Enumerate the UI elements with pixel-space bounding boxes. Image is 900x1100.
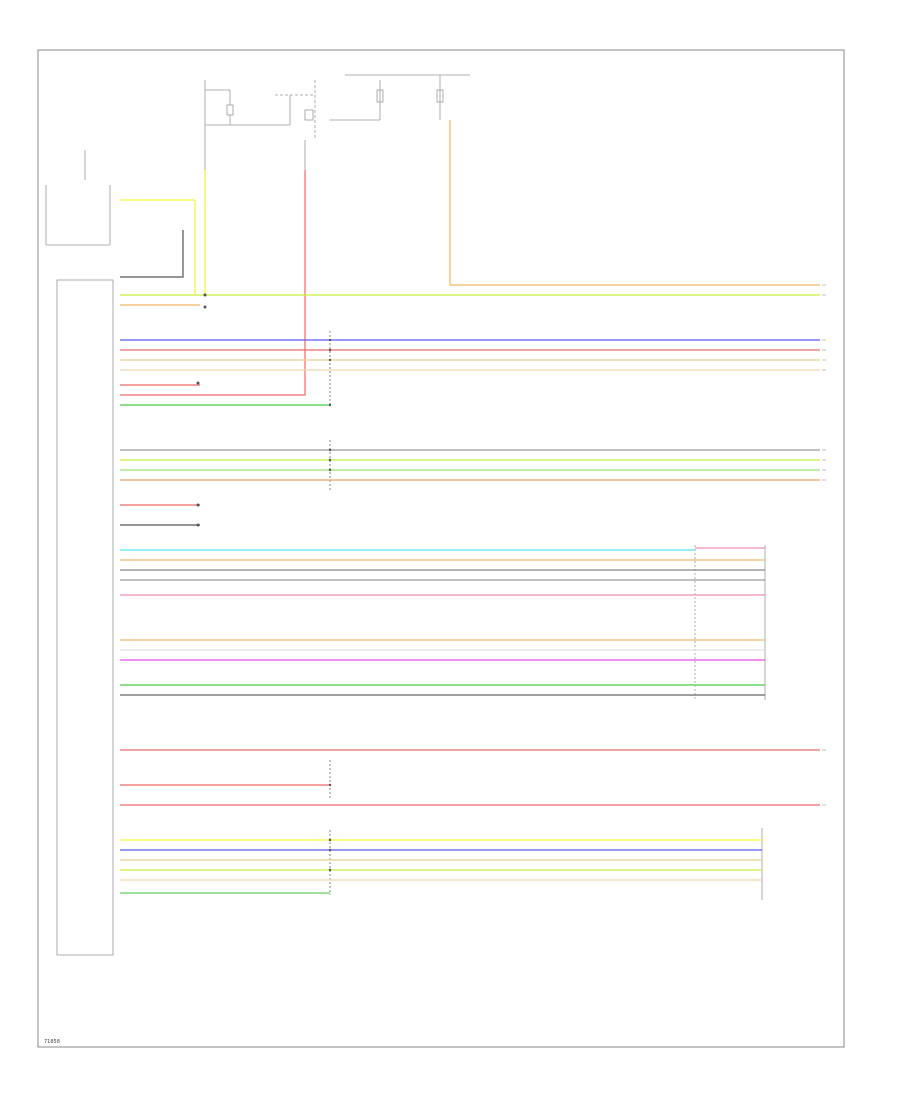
right-terminals — [822, 284, 826, 806]
figure-id: 71858 — [44, 1039, 60, 1045]
power-supply-section — [45, 74, 766, 956]
vertical-wires — [120, 120, 820, 895]
horizontal-wires — [120, 199, 820, 894]
splice-points — [196, 293, 332, 872]
diagram-frame — [37, 49, 845, 1048]
